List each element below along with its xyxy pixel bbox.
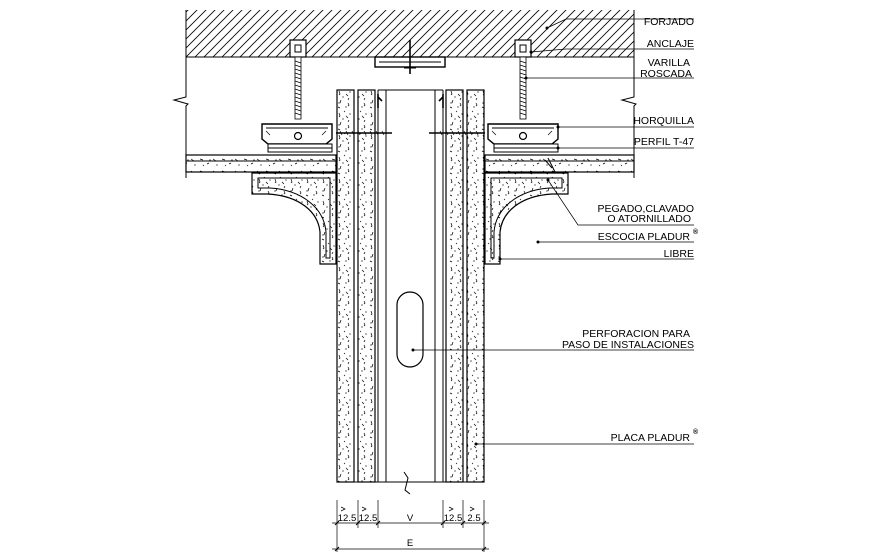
- label-horquilla: HORQUILLA: [633, 115, 694, 127]
- label-atornillado: O ATORNILLADO: [607, 213, 691, 225]
- annotation-labels: FORJADO ANCLAJE VARILLA ROSCADA HORQUILL…: [562, 16, 699, 444]
- dimension-texts: 12.5 12.5 V 12.5 2.5 E: [338, 513, 481, 549]
- registered-mark-escocia: ®: [693, 228, 699, 236]
- label-anclaje: ANCLAJE: [647, 38, 694, 50]
- clip-marks: [377, 96, 556, 173]
- escocia-right: [484, 172, 569, 265]
- anclaje-right: [514, 39, 532, 58]
- label-placa: PLACA PLADUR: [611, 432, 691, 444]
- bottom-break: [403, 471, 411, 495]
- dim-12-5-c: 12.5: [444, 513, 463, 524]
- label-paso-instalaciones: PASO DE INSTALACIONES: [562, 339, 694, 351]
- horquilla-left: [261, 123, 333, 145]
- leader-lines: [411, 18, 694, 446]
- label-perforacion: PERFORACION PARA: [582, 328, 690, 340]
- label-libre: LIBRE: [664, 248, 694, 260]
- label-pegado: PEGADO,CLAVADO: [598, 203, 694, 215]
- dim-12-5-b: 12.5: [359, 513, 378, 524]
- dim-e: E: [407, 538, 413, 549]
- stud-top-fixing: [374, 40, 446, 74]
- dim-12-5-a: 12.5: [338, 513, 357, 524]
- ceiling-board-left: [185, 154, 337, 173]
- ceiling-board-right: [484, 154, 635, 173]
- dimension-lines: [332, 500, 489, 552]
- break-lines: [172, 57, 637, 178]
- label-varilla: VARILLA: [648, 57, 690, 69]
- label-roscada: ROSCADA: [640, 68, 692, 80]
- dim-v: V: [407, 513, 414, 524]
- label-forjado: FORJADO: [644, 16, 694, 28]
- screw-right: [429, 130, 485, 136]
- perforacion-oval: [396, 291, 424, 368]
- anclaje-left: [289, 39, 307, 58]
- label-escocia: ESCOCIA PLADUR: [598, 231, 691, 243]
- varilla-roscada-right: [519, 56, 527, 120]
- dim-2-5: 2.5: [467, 513, 480, 524]
- perfil-t47-left: [267, 143, 333, 153]
- partition-wall: [336, 89, 485, 483]
- horquilla-right: [487, 123, 559, 145]
- varilla-roscada-left: [294, 56, 302, 120]
- screw-left: [336, 130, 392, 136]
- registered-mark-placa: ®: [693, 428, 699, 436]
- escocia-left: [251, 172, 337, 265]
- label-perfil-t47: PERFIL T-47: [634, 136, 694, 148]
- perfil-t47-right: [493, 143, 559, 153]
